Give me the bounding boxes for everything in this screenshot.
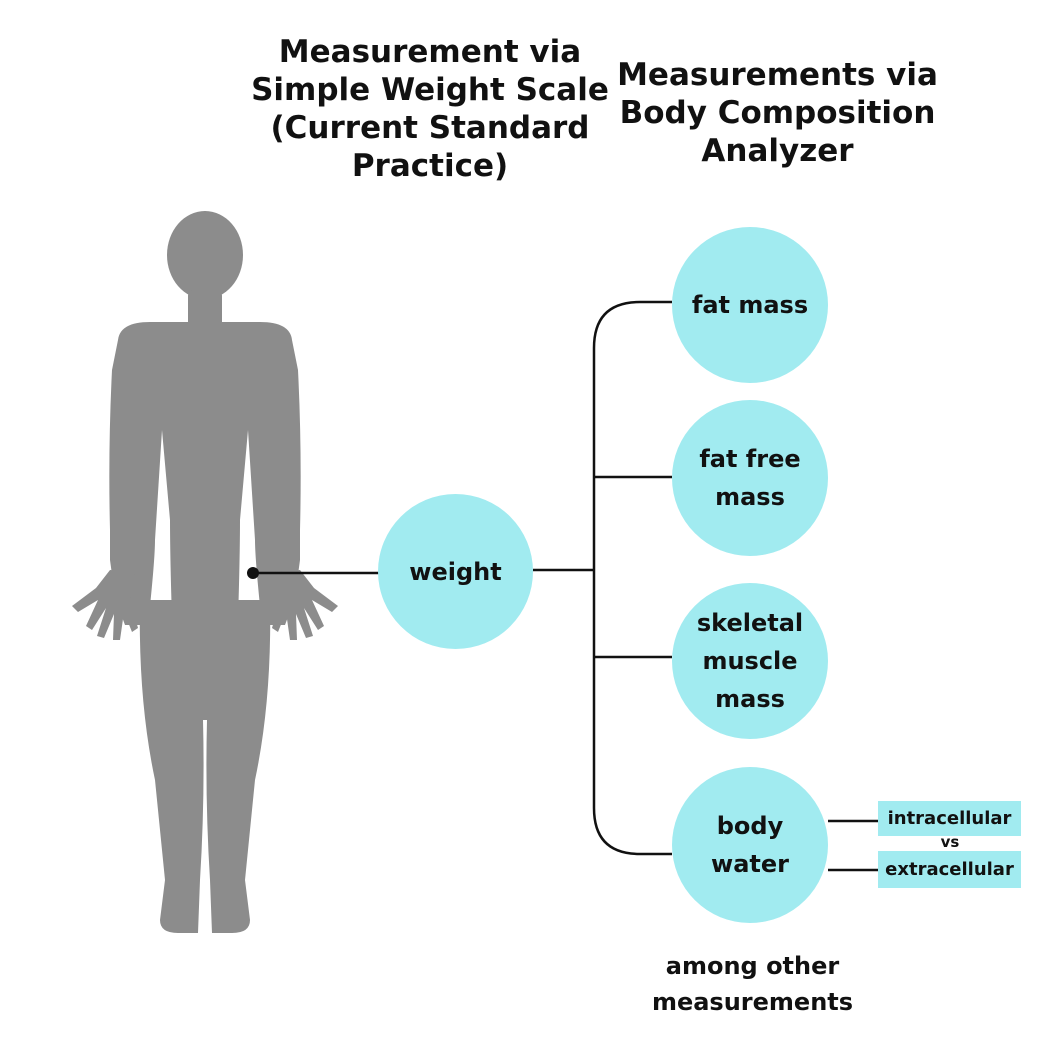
- fat-free-mass-label: fat free mass: [699, 445, 801, 511]
- fat-mass-label: fat mass: [691, 291, 809, 319]
- body-water-label: body water: [711, 812, 789, 878]
- skeletal-muscle-mass-label: skeletal muscle mass: [696, 609, 804, 713]
- connector-lines: [253, 300, 878, 872]
- title-body-composition: Measurements via Body Composition Analyz…: [617, 57, 938, 169]
- vs-label: vs: [940, 833, 960, 851]
- fat-mass-node: fat mass: [672, 227, 828, 383]
- body-water-node: body water: [672, 767, 828, 923]
- extracellular-tag: extracellular: [878, 851, 1021, 888]
- intracellular-tag: intracellular: [878, 801, 1021, 836]
- weight-label: weight: [409, 557, 502, 586]
- skeletal-muscle-mass-node: skeletal muscle mass: [672, 583, 828, 739]
- measurement-point-dot: [247, 567, 259, 579]
- weight-node: weight: [378, 494, 533, 649]
- tree-spine-line: [592, 300, 672, 856]
- fat-free-mass-node: fat free mass: [672, 400, 828, 556]
- title-weight-scale: Measurement via Simple Weight Scale (Cur…: [251, 34, 609, 184]
- footer-note: among other measurements: [651, 952, 854, 1016]
- human-silhouette-icon: [72, 211, 338, 933]
